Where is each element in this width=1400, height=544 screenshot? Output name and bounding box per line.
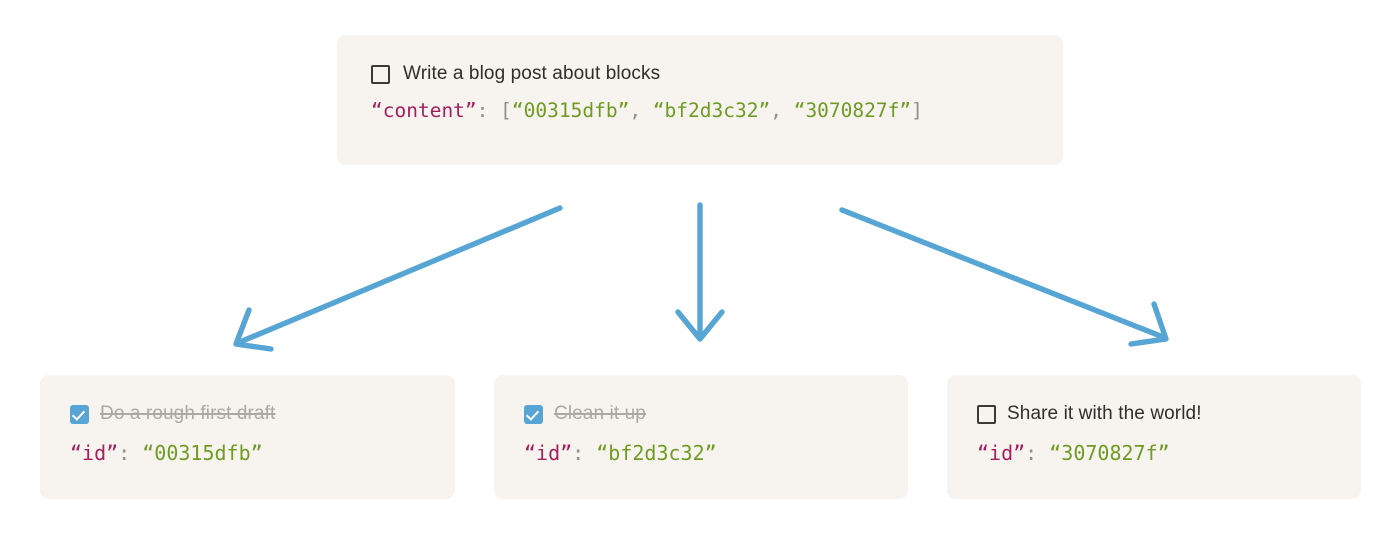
json-value-2: “3070827f” <box>793 99 912 122</box>
child-todo-label-1: Do a rough first draft <box>100 403 276 424</box>
json-value-1: “bf2d3c32” <box>652 99 771 122</box>
arrow-to-child-1 <box>233 205 563 352</box>
json-value-0: “00315dfb” <box>511 99 630 122</box>
json-space <box>1037 441 1049 465</box>
arrow-to-child-2 <box>675 202 725 342</box>
child-json-line-1: “id”: “00315dfb” <box>70 440 455 466</box>
json-key: “id” <box>524 441 573 465</box>
json-close-bracket: ] <box>911 99 923 122</box>
json-value: “bf2d3c32” <box>596 441 717 465</box>
json-value: “3070827f” <box>1049 441 1170 465</box>
json-key: “content” <box>371 99 477 122</box>
json-value: “00315dfb” <box>142 441 263 465</box>
json-colon: : <box>1025 441 1038 465</box>
child-block-card-3[interactable]: Share it with the world! “id”: “3070827f… <box>947 375 1361 499</box>
root-block-card[interactable]: Write a blog post about blocks “content”… <box>337 35 1063 165</box>
json-separator-0: , <box>629 99 653 122</box>
json-colon: : <box>572 441 585 465</box>
json-space <box>130 441 142 465</box>
json-colon: : <box>476 99 489 122</box>
json-key: “id” <box>977 441 1026 465</box>
child-todo-row-3[interactable]: Share it with the world! <box>977 402 1361 426</box>
child-todo-row-1[interactable]: Do a rough first draft <box>70 402 455 426</box>
checkbox-checked-icon[interactable] <box>70 404 89 424</box>
json-colon: : <box>118 441 131 465</box>
checkbox-checked-icon[interactable] <box>524 404 543 424</box>
child-block-card-1[interactable]: Do a rough first draft “id”: “00315dfb” <box>40 375 455 499</box>
checkbox-empty-icon[interactable] <box>371 64 390 84</box>
child-todo-row-2[interactable]: Clean it up <box>524 402 908 426</box>
arrow-to-child-3 <box>839 207 1169 347</box>
root-json-line: “content”: [“00315dfb”, “bf2d3c32”, “307… <box>371 98 1063 124</box>
json-key: “id” <box>70 441 119 465</box>
child-todo-label-2: Clean it up <box>554 403 646 424</box>
json-space <box>584 441 596 465</box>
checkbox-empty-icon[interactable] <box>977 404 996 424</box>
json-space <box>488 99 500 122</box>
json-open-bracket: [ <box>500 99 512 122</box>
child-block-card-2[interactable]: Clean it up “id”: “bf2d3c32” <box>494 375 908 499</box>
root-todo-label: Write a blog post about blocks <box>403 63 661 84</box>
root-todo-row[interactable]: Write a blog post about blocks <box>371 62 1063 86</box>
child-json-line-2: “id”: “bf2d3c32” <box>524 440 908 466</box>
child-json-line-3: “id”: “3070827f” <box>977 440 1361 466</box>
json-separator-1: , <box>770 99 794 122</box>
child-todo-label-3: Share it with the world! <box>1007 403 1202 424</box>
